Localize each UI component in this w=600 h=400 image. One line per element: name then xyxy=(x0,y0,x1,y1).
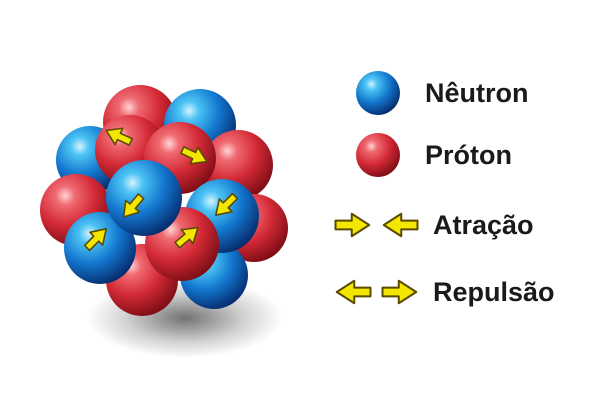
legend-attraction-icon xyxy=(334,212,419,238)
legend-proton-label: Próton xyxy=(425,140,512,170)
nucleus-particles xyxy=(40,85,288,316)
legend-neutron-label: Nêutron xyxy=(425,78,529,108)
legend-repulsion-icon xyxy=(335,279,418,305)
legend-attraction-label: Atração xyxy=(433,210,534,240)
legend-proton-icon xyxy=(356,133,400,177)
legend-repulsion-label: Repulsão xyxy=(433,277,555,307)
neutron-particle xyxy=(64,212,136,284)
legend-neutron-icon xyxy=(356,71,400,115)
